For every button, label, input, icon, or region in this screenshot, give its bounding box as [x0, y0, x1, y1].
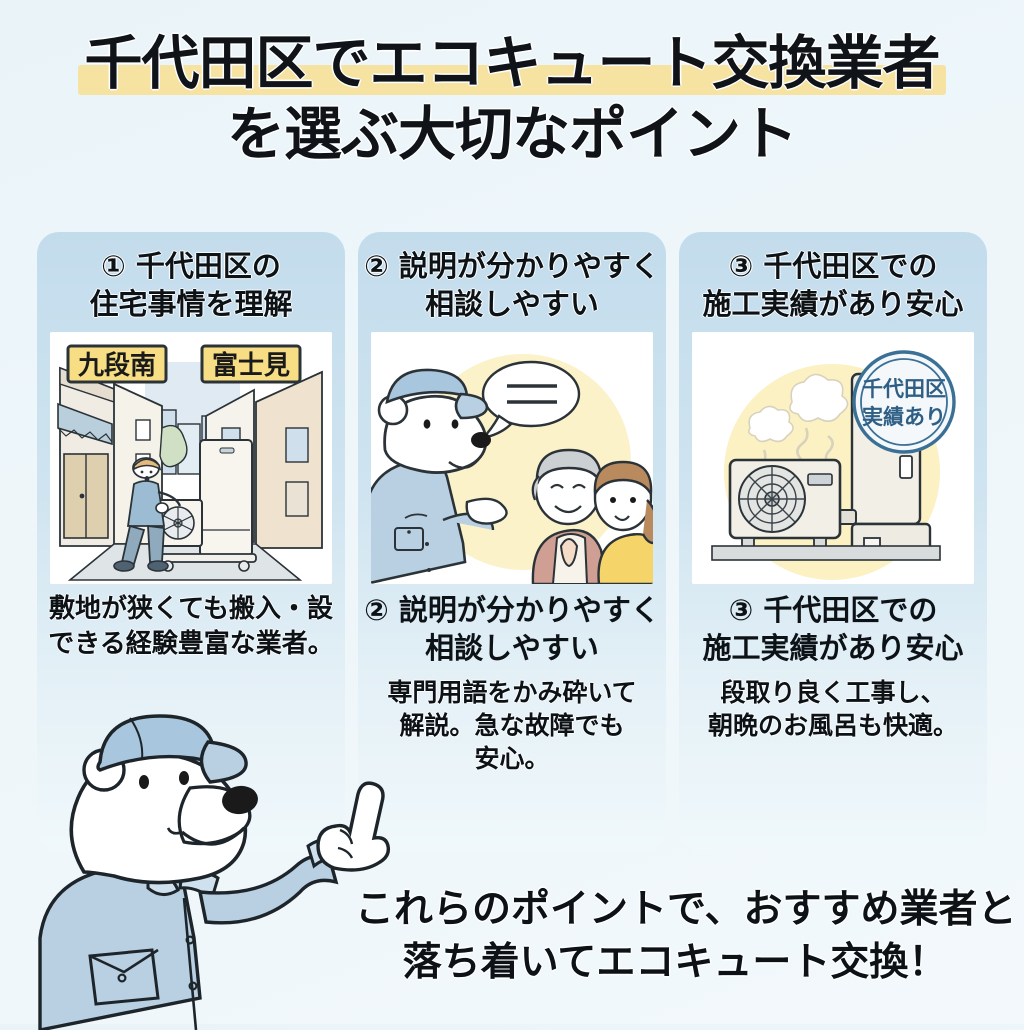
card-2-heading: ② 説明が分かりやすく 相談しやすい	[364, 248, 660, 323]
stamp-badge: 千代田区 実績あり	[852, 350, 956, 455]
card-1-heading-line1: 千代田区の	[135, 249, 281, 283]
page-title: 千代田区でエコキュート交換業者 を選ぶ大切なポイント	[0, 28, 1024, 170]
ecocute-unit-with-stamp-illustration: 千代田区 実績あり	[692, 332, 974, 585]
card-3-repeat-line1: 千代田区での	[763, 593, 938, 628]
point-card-2[interactable]: ② 説明が分かりやすく 相談しやすい	[358, 232, 666, 852]
title-line-1: 千代田区でエコキュート交換業者	[84, 29, 940, 97]
polar-bear-mascot-pointing	[38, 714, 391, 1030]
card-2-number: ②	[364, 249, 389, 283]
card-3-body: 段取り良く工事し、 朝晩のお風呂も快適。	[708, 676, 958, 742]
card-3-body-line2: 朝晩のお風呂も快適。	[707, 710, 958, 740]
svg-text:富士見: 富士見	[212, 350, 290, 381]
card-2-repeat-heading: ② 説明が分かりやすく 相談しやすい	[364, 592, 660, 667]
card-3-body-line1: 段取り良く工事し、	[720, 677, 946, 707]
title-highlight-bar	[78, 64, 946, 95]
card-2-repeat-line2: 相談しやすい	[425, 631, 599, 666]
card-3-heading-line1: 千代田区での	[763, 249, 938, 283]
steam-icon	[748, 374, 849, 482]
card-3-number: ③	[728, 249, 754, 283]
title-line-1-wrap: 千代田区でエコキュート交換業者	[0, 28, 1024, 99]
card-3-illustration: 千代田区 実績あり	[692, 332, 974, 585]
title-highlight-wrap: 千代田区でエコキュート交換業者	[78, 28, 946, 99]
bear-staff-explaining-to-customers-illustration	[371, 332, 653, 585]
stamp-line-2: 実績あり	[862, 405, 946, 429]
card-2-repeat-line1: 説明が分かりやすく	[398, 593, 660, 628]
footer-line-2: 落ち着いてエコキュート交換！	[402, 939, 948, 985]
card-2-repeat-number: ②	[364, 593, 389, 628]
card-1-body: 敷地が狭くても搬入・設 できる経験豊富な業者。	[48, 592, 333, 661]
card-3-repeat-line2: 施工実績があり安心	[702, 631, 964, 666]
svg-text:九段南: 九段南	[77, 350, 156, 381]
card-2-body-line3: 安心。	[474, 743, 550, 773]
card-1-body-line2: できる経験豊富な業者。	[48, 628, 334, 659]
footer-message: これらのポイントで、おすすめ業者と 落ち着いてエコキュート交換！	[355, 884, 1017, 989]
narrow-alley-delivery-illustration: 九段南 富士見	[50, 332, 332, 585]
card-3-heading: ③ 千代田区での 施工実績があり安心	[702, 248, 963, 323]
footer-line-1: これらのポイントで、おすすめ業者と	[355, 887, 1017, 932]
card-1-heading: ① 千代田区の 住宅事情を理解	[89, 248, 292, 323]
sign-kudanminami: 九段南	[66, 344, 168, 384]
card-1-number: ①	[101, 249, 126, 283]
point-card-3[interactable]: ③ 千代田区での 施工実績があり安心	[679, 232, 987, 852]
point-card-1[interactable]: ① 千代田区の 住宅事情を理解	[37, 232, 345, 852]
card-3-repeat-number: ③	[728, 593, 754, 628]
card-1-heading-line2: 住宅事情を理解	[89, 286, 293, 321]
card-2-body-line2: 解説。急な故障でも	[399, 710, 625, 740]
card-3-heading-line2: 施工実績があり安心	[702, 286, 964, 321]
stamp-line-1: 千代田区	[862, 377, 946, 401]
card-2-body-line1: 専門用語をかみ砕いて	[387, 677, 637, 707]
card-3-repeat-heading: ③ 千代田区での 施工実績があり安心	[702, 592, 963, 667]
card-2-illustration	[371, 332, 653, 585]
card-1-body-line1: 敷地が狭くても搬入・設	[49, 594, 333, 625]
mascot-bottom-left	[22, 700, 422, 1030]
card-2-heading-line1: 説明が分かりやすく	[398, 249, 660, 283]
point-cards-container: ① 千代田区の 住宅事情を理解	[37, 232, 987, 852]
title-line-2: を選ぶ大切なポイント	[226, 99, 798, 168]
card-2-heading-line2: 相談しやすい	[425, 286, 599, 321]
speech-bubble-icon	[479, 361, 581, 441]
card-2-body: 専門用語をかみ砕いて 解説。急な故障でも 安心。	[387, 676, 636, 775]
sign-fujimi: 富士見	[200, 344, 302, 384]
card-1-illustration: 九段南 富士見	[50, 332, 332, 585]
